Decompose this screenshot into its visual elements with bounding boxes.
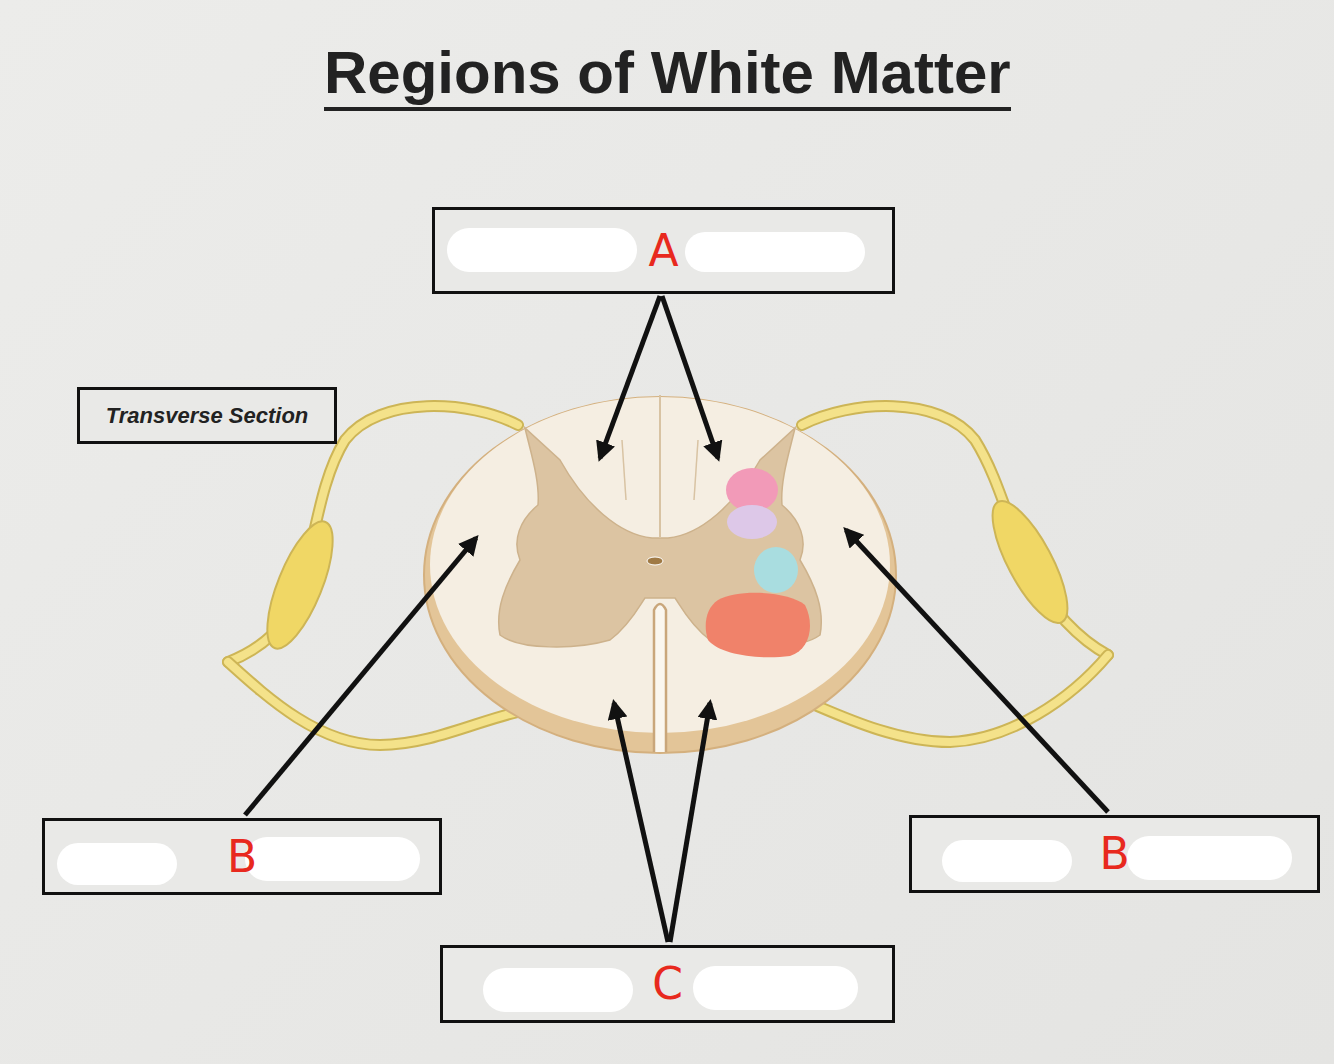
label-box: B — [909, 815, 1320, 893]
redaction-mark — [693, 966, 858, 1010]
redaction-mark — [685, 232, 865, 272]
region-letter: B — [1099, 832, 1129, 876]
region-letter: B — [227, 835, 257, 879]
redaction-mark — [57, 843, 177, 885]
redaction-mark — [942, 840, 1072, 882]
label-box: A — [432, 207, 895, 294]
label-box: C — [440, 945, 895, 1023]
redaction-mark — [245, 837, 420, 881]
region-letter: A — [648, 229, 678, 273]
caption-box: Transverse Section — [77, 387, 337, 444]
section-caption: Transverse Section — [106, 403, 309, 429]
redaction-mark — [1127, 836, 1292, 880]
redaction-mark — [483, 968, 633, 1012]
region-letter: C — [652, 962, 683, 1006]
diagram-title: Regions of White Matter — [324, 38, 1011, 111]
label-box: B — [42, 818, 442, 895]
redaction-mark — [447, 228, 637, 272]
